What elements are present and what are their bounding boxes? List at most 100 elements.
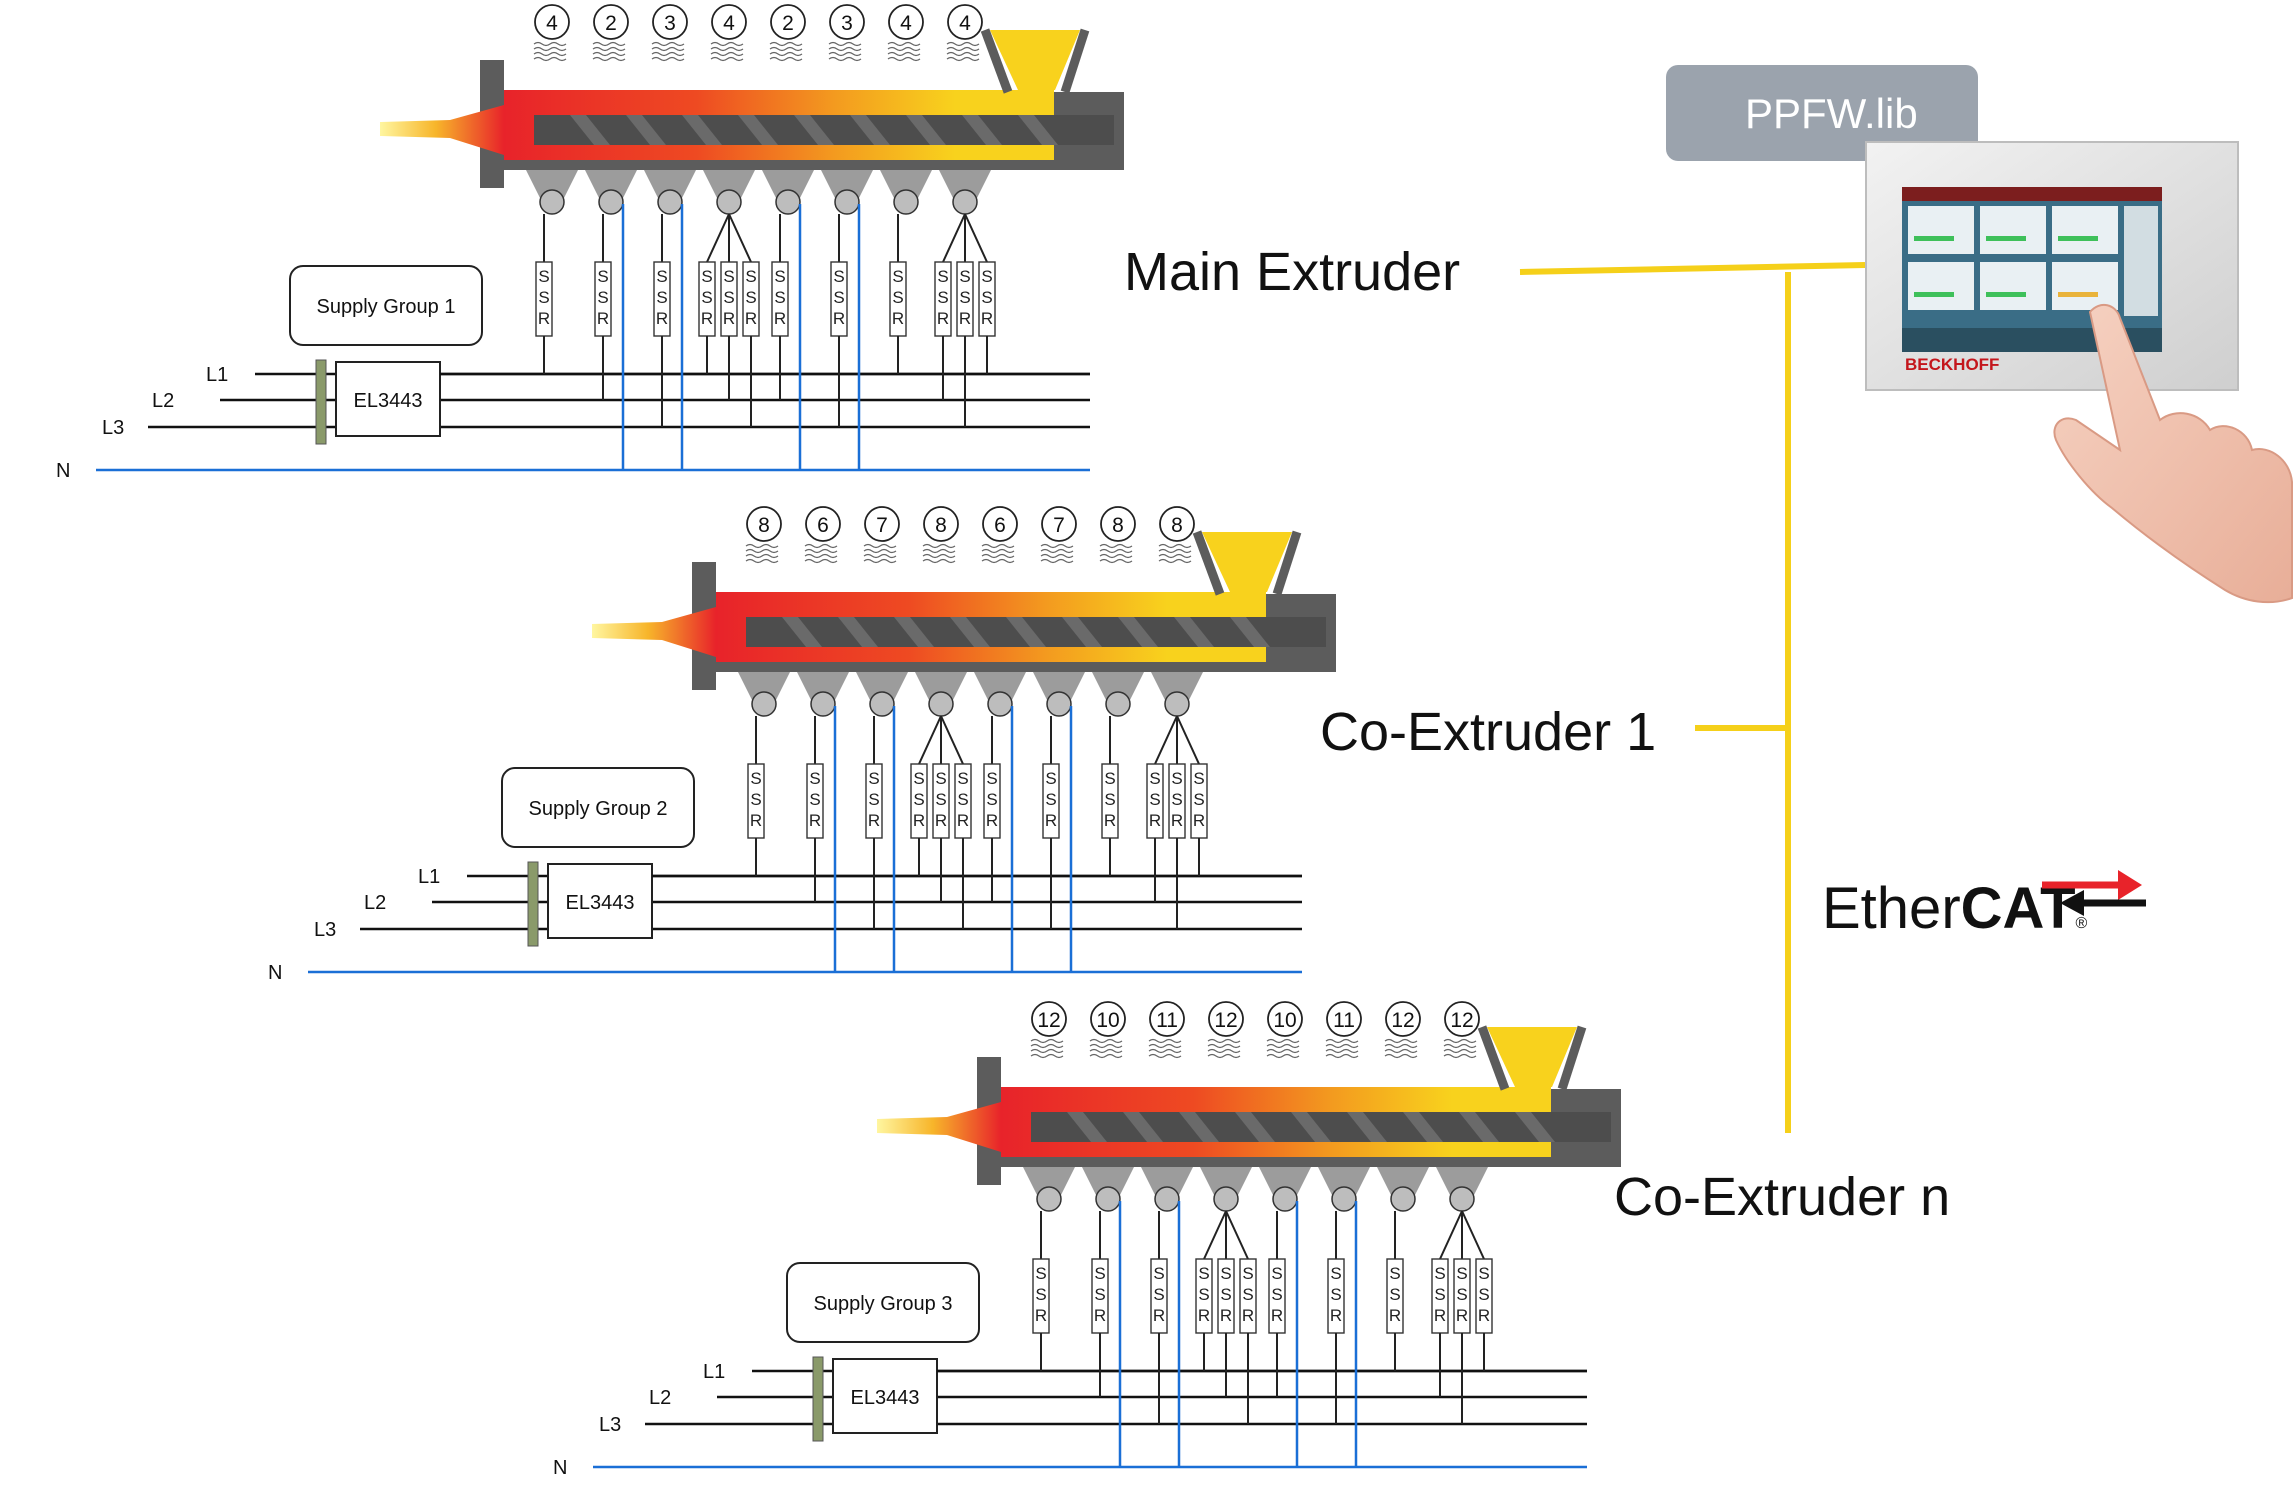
- hopper-wall: [1272, 530, 1302, 596]
- thermocouple-mount: [1151, 672, 1203, 700]
- zone-number: 10: [1096, 1009, 1119, 1032]
- zone-number-circle: [1041, 506, 1077, 542]
- ssr-letter: S: [957, 769, 968, 788]
- cooling-fin-icon: [710, 46, 744, 52]
- ssr-letter: R: [1434, 1306, 1446, 1325]
- ssr-letter: S: [1045, 769, 1056, 788]
- ssr-letter: R: [723, 309, 735, 328]
- cooling-fin-icon: [710, 56, 744, 62]
- ssr-letter: S: [1035, 1264, 1046, 1283]
- hopper-icon: [1202, 532, 1292, 592]
- cooling-fin-icon: [710, 41, 744, 47]
- ssr-letter: S: [1242, 1264, 1253, 1283]
- cooling-fin-icon: [1207, 1043, 1241, 1049]
- screw-flight: [950, 617, 990, 647]
- cooling-fin-icon: [1158, 553, 1192, 559]
- cooling-fin-icon: [1040, 558, 1074, 564]
- phase-label-l2: L2: [364, 892, 386, 914]
- ssr-letter: R: [1198, 1306, 1210, 1325]
- neutral-label: N: [553, 1457, 567, 1479]
- zone-number-circle: [1326, 1001, 1362, 1037]
- cooling-fin-icon: [1207, 1053, 1241, 1059]
- cooling-fin-icon: [745, 558, 779, 564]
- ssr-letter: R: [957, 811, 969, 830]
- ssr-letter: R: [935, 811, 947, 830]
- cooling-fin-icon: [1443, 1053, 1477, 1059]
- cooling-fin-icon: [1030, 1043, 1064, 1049]
- cooling-fin-icon: [1325, 1043, 1359, 1049]
- ssr-letter: R: [1271, 1306, 1283, 1325]
- hmi-panel: PPFW.lib BECKHOFF: [1666, 65, 2293, 604]
- screw-flight: [1403, 1112, 1443, 1142]
- thermocouple-mount: [1023, 1167, 1075, 1195]
- cooling-fin-icon: [651, 51, 685, 57]
- zone-number-circle: [1031, 1001, 1067, 1037]
- heater-band: [716, 592, 1266, 602]
- zone-number: 7: [1053, 514, 1065, 537]
- main-extruder-label: Main Extruder: [1124, 242, 1460, 302]
- ssr-letter: S: [723, 288, 734, 307]
- ssr-letter: S: [1104, 790, 1115, 809]
- cooling-fin-icon: [828, 46, 862, 52]
- thermocouple-mount: [526, 170, 578, 198]
- screw-flight: [1515, 1112, 1555, 1142]
- ssr-letter: S: [656, 288, 667, 307]
- thermocouple-icon: [1331, 1186, 1357, 1212]
- ssr-letter: R: [1104, 811, 1116, 830]
- thermocouple-icon: [1272, 1186, 1298, 1212]
- cooling-fin-icon: [981, 543, 1015, 549]
- cooling-fin-icon: [533, 46, 567, 52]
- screw-flight: [1230, 617, 1270, 647]
- ethercat-logo-registered: ®: [2076, 915, 2088, 932]
- cooling-fin-icon: [710, 51, 744, 57]
- cooling-fin-icon: [533, 51, 567, 57]
- thermocouple-mount: [821, 170, 873, 198]
- panel-brand-label: BECKHOFF: [1905, 355, 1999, 374]
- ssr-letter: R: [701, 309, 713, 328]
- zone-number: 10: [1273, 1009, 1296, 1032]
- library-badge-label: PPFW.lib: [1745, 90, 1918, 137]
- thermocouple-mount: [856, 672, 908, 700]
- zone-number-circle: [864, 506, 900, 542]
- cooling-fin-icon: [981, 548, 1015, 554]
- phase-label-l1: L1: [206, 364, 228, 386]
- thermocouple-mount: [585, 170, 637, 198]
- cooling-fin-icon: [863, 553, 897, 559]
- screw-flight: [570, 115, 610, 145]
- screw-flight: [1067, 1112, 1107, 1142]
- ssr-letter: S: [597, 288, 608, 307]
- ssr-letter: S: [1149, 790, 1160, 809]
- co-extruder-1-label: Co-Extruder 1: [1320, 702, 1656, 762]
- thermocouple-icon: [987, 691, 1013, 717]
- thermocouple-mount: [762, 170, 814, 198]
- neutral-label: N: [268, 962, 282, 984]
- thermocouple-mount: [644, 170, 696, 198]
- ssr-letter: S: [656, 267, 667, 286]
- ssr-letter: S: [723, 267, 734, 286]
- cooling-fin-icon: [769, 56, 803, 62]
- screw-flight: [906, 115, 946, 145]
- hopper-wall: [1477, 1025, 1510, 1091]
- ssr-letter: R: [1456, 1306, 1468, 1325]
- cooling-fin-icon: [1040, 553, 1074, 559]
- ssr-letter: R: [868, 811, 880, 830]
- thermocouple-icon: [1164, 691, 1190, 717]
- thermocouple-mount: [1377, 1167, 1429, 1195]
- zone-number: 4: [959, 12, 971, 35]
- ssr-letter: S: [701, 267, 712, 286]
- terminal-block-icon: [527, 861, 539, 947]
- ssr-letter: R: [538, 309, 550, 328]
- screw-flight: [1123, 1112, 1163, 1142]
- zone-number: 4: [900, 12, 912, 35]
- screw-flight: [1018, 115, 1058, 145]
- supply-group-box: [501, 767, 695, 848]
- ssr-letter: S: [1094, 1285, 1105, 1304]
- zone-number: 12: [1214, 1009, 1237, 1032]
- thermocouple-mount: [1141, 1167, 1193, 1195]
- ssr-letter: R: [1153, 1306, 1165, 1325]
- cooling-fin-icon: [769, 51, 803, 57]
- thermocouple-mount: [1033, 672, 1085, 700]
- ssr-letter: S: [1456, 1264, 1467, 1283]
